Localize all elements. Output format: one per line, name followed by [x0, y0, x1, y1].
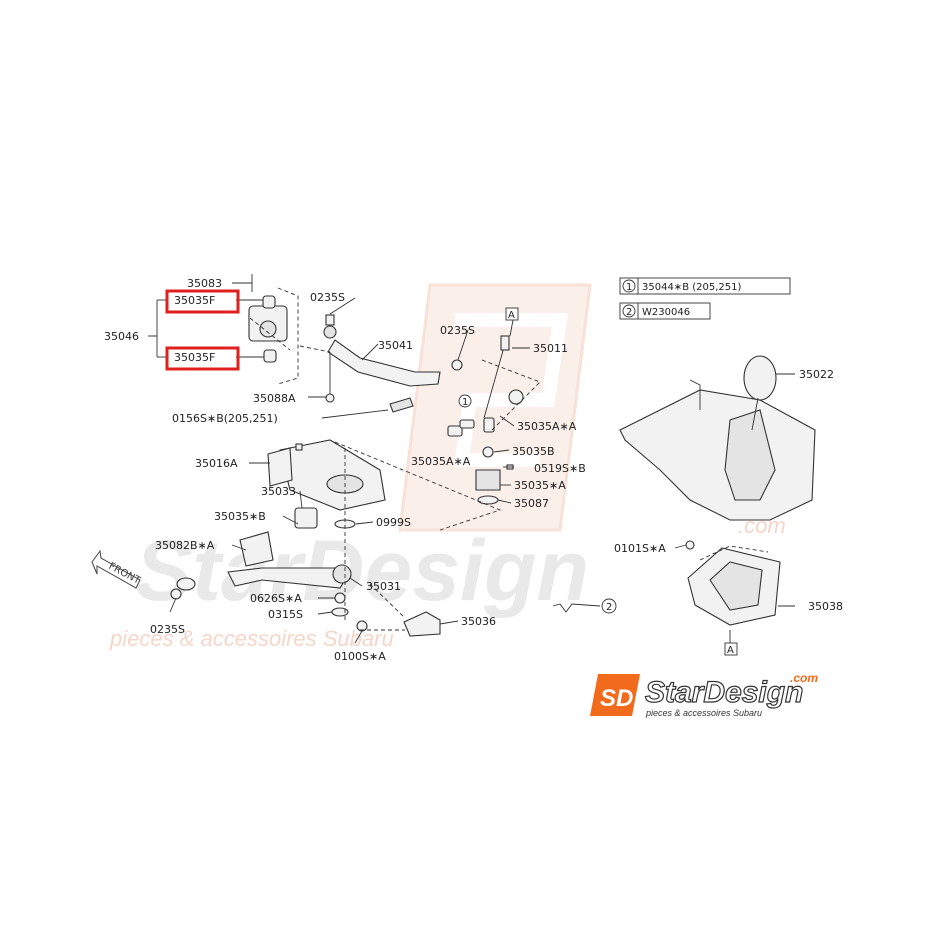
label-35022: 35022 [799, 368, 834, 381]
front-arrow-icon [91, 549, 141, 589]
label-35038: 35038 [808, 600, 843, 613]
ref-a-top-text: A [508, 310, 515, 321]
shift-lever-35011 [447, 335, 541, 505]
label-35041: 35041 [378, 339, 413, 352]
brand-tagline: pieces & accessoires Subaru [645, 708, 762, 718]
part-labels: 35083 35035F 35046 35035F 0235S 35041 02… [104, 277, 843, 663]
bracket-assembly [150, 274, 299, 385]
label-0101S: 0101S∗A [614, 542, 666, 555]
label-35082B: 35082B∗A [155, 539, 215, 552]
highlight-box-35035F-top [165, 289, 240, 314]
highlights [165, 289, 240, 371]
label-35035A: 35035∗A [514, 479, 566, 492]
label-0235S-b: 0235S [440, 324, 475, 337]
callouts: 2 1 A A [458, 307, 738, 656]
label-35035AA-left: 35035A∗A [411, 455, 471, 468]
boot-plate-35038 [685, 540, 781, 626]
label-35083: 35083 [187, 277, 222, 290]
label-0100S: 0100S∗A [334, 650, 386, 663]
brand-logo: SD StarDesign .com pieces & accessoires … [590, 671, 818, 718]
highlight-box-35035F-bottom [165, 346, 240, 371]
callout-2-circle [601, 598, 617, 614]
label-35088A: 35088A [253, 392, 296, 405]
label-0235S-a: 0235S [310, 291, 345, 304]
label-35016A: 35016A [195, 457, 238, 470]
legend: 1 35044∗B (205,251) 2 W230046 [619, 277, 791, 320]
watermark: StarDesign .com pieces & accessoires Sub… [109, 283, 786, 651]
ref-a-bottom-text: A [727, 645, 734, 656]
label-0235S-c: 0235S [150, 623, 185, 636]
watermark-logo-mark [398, 283, 592, 532]
ref-box-a-top [505, 307, 519, 321]
legend-text-2: W230046 [642, 307, 690, 318]
brand-name: StarDesign [645, 676, 803, 709]
label-35035F-bottom: 35035F [174, 351, 215, 364]
brand-com: .com [790, 671, 818, 685]
brand-mark-text: SD [600, 685, 633, 712]
label-0626S: 0626S∗A [250, 592, 302, 605]
linkage-35031 [170, 448, 441, 637]
brand-mark-icon [590, 674, 640, 716]
legend-row-1 [619, 277, 791, 295]
label-0519S: 0519S∗B [534, 462, 586, 475]
label-0156S: 0156S∗B(205,251) [172, 412, 278, 425]
ref-box-a-bottom [724, 642, 738, 656]
label-35011: 35011 [533, 342, 568, 355]
watermark-subtitle: pieces & accessoires Subaru [109, 626, 394, 651]
legend-callout-1 [622, 279, 636, 293]
label-35035F-top: 35035F [174, 294, 215, 307]
callout-1-circle [458, 394, 472, 408]
legend-row-2 [619, 302, 711, 320]
label-35036: 35036 [461, 615, 496, 628]
legend-num-1: 1 [626, 282, 632, 293]
rod-35041 [299, 314, 463, 413]
label-35031: 35031 [366, 580, 401, 593]
leader-lines [148, 297, 795, 644]
label-35035AA-right: 35035A∗A [517, 420, 577, 433]
label-35035B-star: 35035∗B [214, 510, 266, 523]
label-35033: 35033 [261, 485, 296, 498]
legend-callout-2 [622, 304, 636, 318]
legend-text-1: 35044∗B (205,251) [642, 282, 741, 293]
callout-1-text: 1 [462, 397, 468, 408]
label-35087: 35087 [514, 497, 549, 510]
legend-num-2: 2 [626, 307, 632, 318]
label-35035B: 35035B [512, 445, 555, 458]
watermark-text: StarDesign [135, 523, 589, 619]
console-35022 [619, 355, 816, 521]
callout-2-text: 2 [606, 602, 612, 613]
label-35046: 35046 [104, 330, 139, 343]
label-0315S: 0315S [268, 608, 303, 621]
label-0999S: 0999S [376, 516, 411, 529]
